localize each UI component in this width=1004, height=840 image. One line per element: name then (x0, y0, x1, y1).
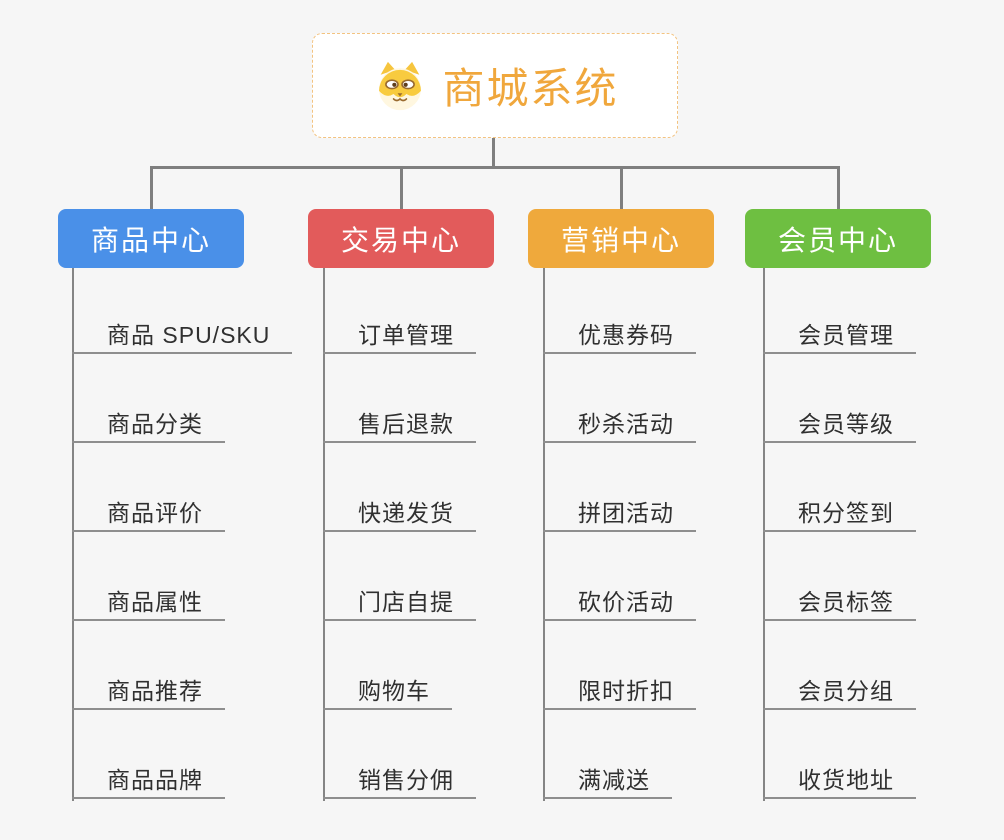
leaf-node[interactable]: 售后退款 (323, 407, 476, 443)
leaf-node[interactable]: 砍价活动 (543, 585, 696, 621)
leaf-node[interactable]: 拼团活动 (543, 496, 696, 532)
leaf-node[interactable]: 商品品牌 (72, 763, 225, 799)
leaf-node[interactable]: 会员管理 (763, 318, 916, 354)
leaf-node[interactable]: 商品分类 (72, 407, 225, 443)
connector-drop-member (837, 166, 840, 210)
dog-face-icon (371, 58, 429, 114)
leaf-node[interactable]: 商品评价 (72, 496, 225, 532)
leaf-node[interactable]: 商品属性 (72, 585, 225, 621)
trunk-line-trade (323, 268, 325, 801)
leaf-node[interactable]: 购物车 (323, 674, 452, 710)
leaf-node[interactable]: 会员等级 (763, 407, 916, 443)
leaf-node[interactable]: 订单管理 (323, 318, 476, 354)
leaf-node[interactable]: 快递发货 (323, 496, 476, 532)
connector-drop-marketing (620, 166, 623, 210)
trunk-line-marketing (543, 268, 545, 801)
connector-drop-product (150, 166, 153, 210)
leaf-node[interactable]: 满减送 (543, 763, 672, 799)
connector-horizontal-rail (151, 166, 838, 169)
connector-root-stub (492, 138, 495, 169)
branch-node-trade-center[interactable]: 交易中心 (308, 209, 494, 268)
leaf-node[interactable]: 秒杀活动 (543, 407, 696, 443)
leaf-node[interactable]: 商品推荐 (72, 674, 225, 710)
branch-children-product: 商品 SPU/SKU 商品分类 商品评价 商品属性 商品推荐 商品品牌 (72, 318, 492, 801)
leaf-node[interactable]: 收货地址 (763, 763, 916, 799)
root-node-mall-system[interactable]: 商城系统 (312, 33, 678, 138)
leaf-node[interactable]: 优惠券码 (543, 318, 696, 354)
branch-node-member-center[interactable]: 会员中心 (745, 209, 931, 268)
branch-children-member: 会员管理 会员等级 积分签到 会员标签 会员分组 收货地址 (763, 318, 1004, 801)
leaf-node[interactable]: 销售分佣 (323, 763, 476, 799)
root-title: 商城系统 (442, 65, 619, 112)
leaf-node[interactable]: 商品 SPU/SKU (72, 318, 293, 354)
connector-drop-trade (400, 166, 403, 210)
leaf-node[interactable]: 会员标签 (763, 585, 916, 621)
leaf-node[interactable]: 门店自提 (323, 585, 476, 621)
branch-children-marketing: 优惠券码 秒杀活动 拼团活动 砍价活动 限时折扣 满减送 (543, 318, 963, 801)
leaf-node[interactable]: 限时折扣 (543, 674, 696, 710)
leaf-node[interactable]: 积分签到 (763, 496, 916, 532)
leaf-node[interactable]: 会员分组 (763, 674, 916, 710)
branch-node-product-center[interactable]: 商品中心 (58, 209, 244, 268)
trunk-line-product (72, 268, 74, 801)
branch-node-marketing-center[interactable]: 营销中心 (528, 209, 714, 268)
branch-children-trade: 订单管理 售后退款 快递发货 门店自提 购物车 销售分佣 (323, 318, 743, 801)
trunk-line-member (763, 268, 765, 801)
